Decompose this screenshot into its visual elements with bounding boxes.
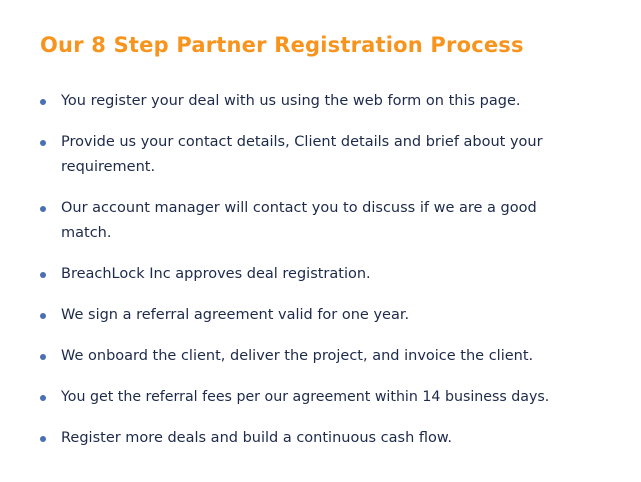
step-text: You register your deal with us using the… — [61, 93, 521, 109]
list-item: BreachLock Inc approves deal registratio… — [40, 262, 620, 287]
bullet-icon — [40, 313, 46, 319]
bullet-icon — [40, 206, 46, 212]
list-item: Register more deals and build a continuo… — [40, 426, 620, 451]
step-text: You get the referral fees per our agreem… — [61, 389, 550, 405]
list-item: We sign a referral agreement valid for o… — [40, 303, 620, 328]
step-text: We sign a referral agreement valid for o… — [61, 307, 410, 323]
list-item: You get the referral fees per our agreem… — [40, 385, 620, 410]
list-item: Provide us your contact details, Client … — [40, 130, 620, 180]
bullet-icon — [40, 395, 46, 401]
list-item: We onboard the client, deliver the proje… — [40, 344, 620, 369]
bullet-icon — [40, 140, 46, 146]
step-text: Provide us your contact details, Client … — [61, 134, 543, 175]
steps-list: You register your deal with us using the… — [40, 89, 620, 467]
step-text: Our account manager will contact you to … — [61, 200, 537, 241]
list-item: Our account manager will contact you to … — [40, 196, 620, 246]
list-item: You register your deal with us using the… — [40, 89, 620, 114]
step-text: Register more deals and build a continuo… — [61, 430, 453, 446]
bullet-icon — [40, 99, 46, 105]
bullet-icon — [40, 436, 46, 442]
step-text: We onboard the client, deliver the proje… — [61, 348, 534, 364]
bullet-icon — [40, 272, 46, 278]
page-title: Our 8 Step Partner Registration Process — [40, 33, 524, 57]
step-text: BreachLock Inc approves deal registratio… — [61, 266, 371, 282]
bullet-icon — [40, 354, 46, 360]
